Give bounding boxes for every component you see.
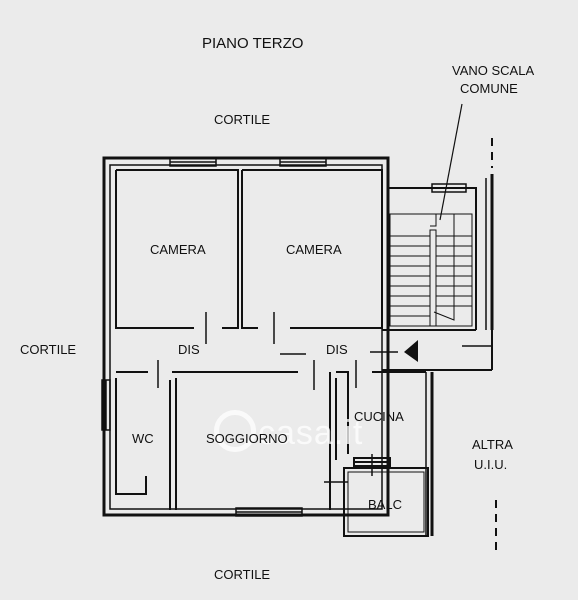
balcony-walls <box>343 467 429 537</box>
doors <box>157 312 492 483</box>
camera-right-walls <box>241 169 383 329</box>
room-label-dis-left: DIS <box>178 342 200 357</box>
room-label-cucina: CUCINA <box>354 409 404 424</box>
stair-arrow-icon <box>404 340 418 362</box>
camera-left-walls <box>115 169 239 329</box>
neighbour-boundary <box>485 138 497 555</box>
wc-walls <box>115 378 177 510</box>
label-cortile-left: CORTILE <box>20 342 77 357</box>
label-vano-scala: VANO SCALA <box>452 63 535 78</box>
watermark-logo-icon <box>214 410 256 452</box>
plan-title: PIANO TERZO <box>202 35 304 52</box>
label-cortile-top: CORTILE <box>214 112 271 127</box>
stairs <box>389 213 473 327</box>
label-uiu: U.I.U. <box>474 457 508 472</box>
label-comune: COMUNE <box>460 81 518 96</box>
vano-scala-leader <box>439 103 463 221</box>
windows <box>101 157 467 517</box>
outer-walls <box>102 156 492 536</box>
watermark: casa.it <box>258 414 364 452</box>
label-altra: ALTRA <box>472 437 513 452</box>
room-label-wc: WC <box>132 431 154 446</box>
room-label-soggiorno: SOGGIORNO <box>206 431 288 446</box>
room-label-balc: BALC <box>368 497 402 512</box>
room-label-camera-left: CAMERA <box>150 242 206 257</box>
room-label-dis-right: DIS <box>326 342 348 357</box>
corridor-walls <box>116 371 426 454</box>
cucina-walls <box>329 372 391 510</box>
room-label-camera-right: CAMERA <box>286 242 342 257</box>
label-cortile-bottom: CORTILE <box>214 567 271 582</box>
